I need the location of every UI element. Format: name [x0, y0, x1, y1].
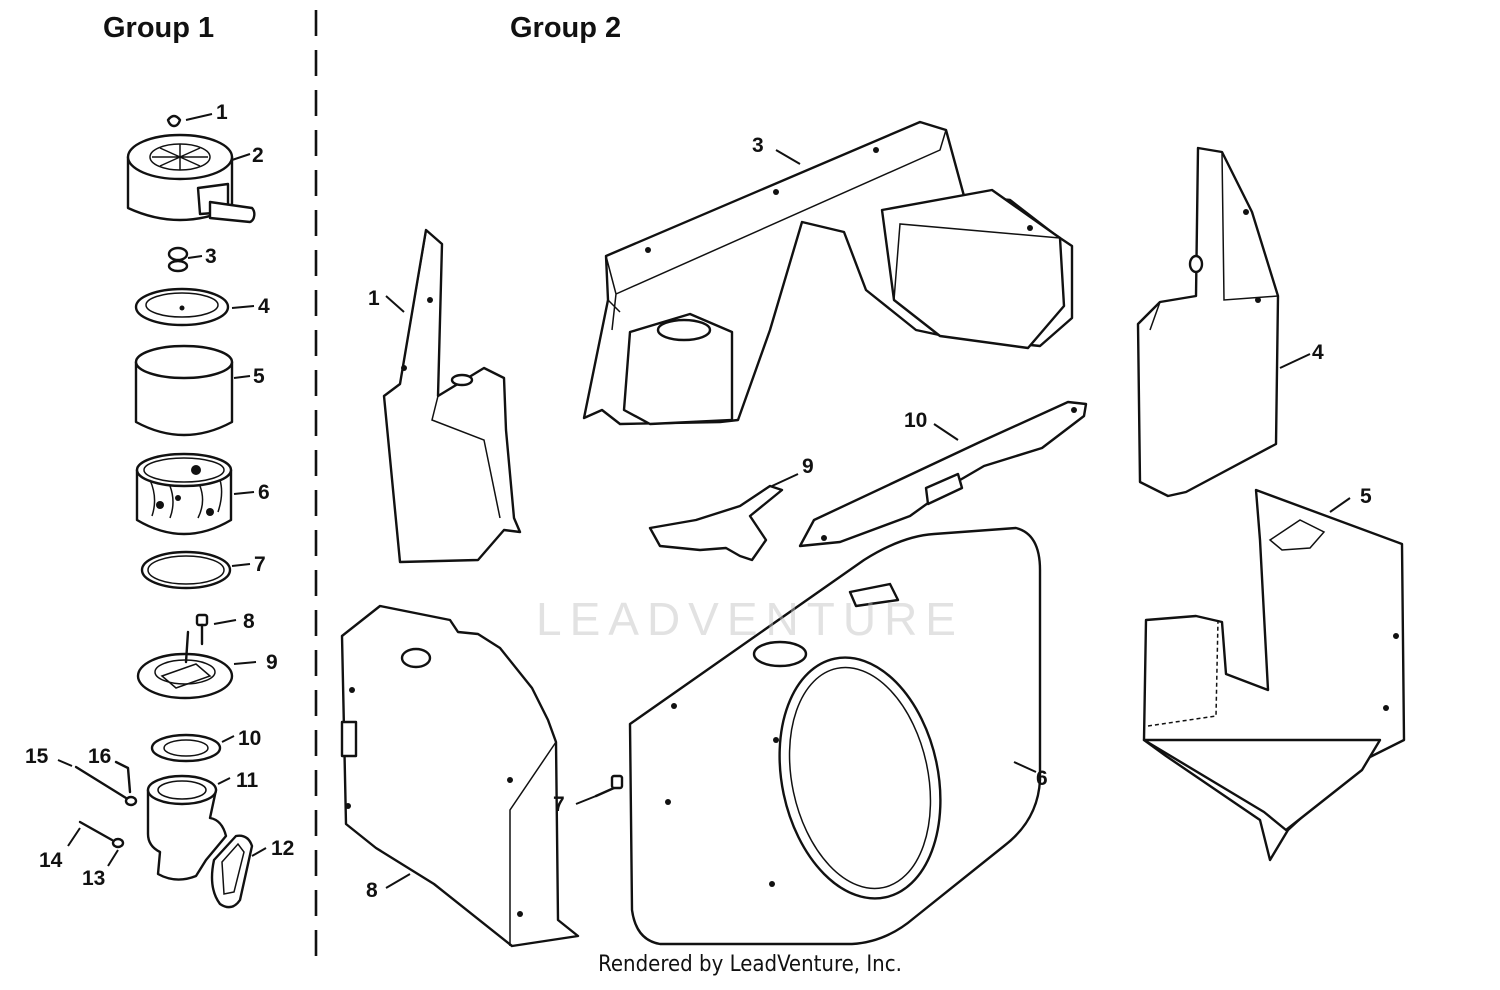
g1-precleaner — [134, 344, 234, 437]
g1-elbow — [146, 774, 228, 881]
g1-callout-14: 14 — [39, 849, 63, 872]
g1-callout-16: 16 — [88, 745, 112, 768]
g1-callout-7: 7 — [254, 553, 266, 576]
watermark-text: LEADVENTURE — [536, 593, 964, 645]
g2-callout-5: 5 — [1360, 485, 1372, 508]
g1-filter-element — [135, 452, 233, 536]
g1-callout-12: 12 — [271, 837, 295, 860]
g2-callout-1: 1 — [368, 287, 380, 310]
g1-washer-lower — [111, 837, 125, 849]
g1-air-cleaner-cover — [126, 133, 256, 224]
g1-base — [136, 630, 234, 700]
g1-callout-5: 5 — [253, 365, 265, 388]
g2-blower-housing — [628, 526, 1042, 946]
g1-callout-9: 9 — [266, 651, 278, 674]
g2-baffle-left — [382, 228, 522, 564]
g1-callout-8: 8 — [243, 610, 255, 633]
g2-side-panel-left — [340, 604, 580, 948]
g1-wing-nut — [166, 114, 182, 128]
g2-callout-10: 10 — [904, 409, 928, 432]
g1-nut — [167, 246, 189, 273]
g1-callout-13: 13 — [82, 867, 106, 890]
g1-callout-2: 2 — [252, 144, 264, 167]
g1-screw — [195, 613, 209, 646]
g2-top-shroud — [582, 120, 1074, 426]
g2-small-plate — [648, 484, 784, 562]
g1-callout-11: 11 — [236, 769, 259, 792]
g1-cup — [134, 287, 230, 327]
g1-callout-6: 6 — [258, 481, 270, 504]
g1-gasket — [140, 550, 232, 590]
g2-callout-4: 4 — [1312, 341, 1324, 364]
g1-callout-3: 3 — [205, 245, 217, 268]
g1-callout-4: 4 — [258, 295, 270, 318]
footer-credit: Rendered by LeadVenture, Inc. — [598, 952, 902, 977]
g1-bolt-lower — [78, 820, 114, 842]
g1-callout-1: 1 — [216, 101, 228, 124]
g2-bracket-strip — [798, 400, 1088, 548]
g1-bolt-upper — [74, 765, 128, 800]
g2-callout-7: 7 — [553, 793, 565, 816]
group2-parts — [340, 120, 1406, 948]
group1-title: Group 1 — [103, 12, 215, 44]
group1-parts — [57, 113, 267, 909]
g2-callout-8: 8 — [366, 879, 378, 902]
g2-callout-6: 6 — [1036, 767, 1048, 790]
group2-title: Group 2 — [510, 12, 622, 44]
g2-screw — [594, 774, 624, 798]
g2-callout-9: 9 — [802, 455, 814, 478]
g1-elbow-gasket — [150, 733, 222, 763]
g2-callout-3: 3 — [752, 134, 764, 157]
g1-washer-upper — [124, 795, 138, 807]
g2-baffle-right — [1136, 146, 1280, 498]
g2-lower-shroud-right — [1142, 488, 1406, 862]
g1-callout-10: 10 — [238, 727, 262, 750]
g1-flange-gasket — [210, 834, 254, 909]
g1-callout-15: 15 — [25, 745, 49, 768]
